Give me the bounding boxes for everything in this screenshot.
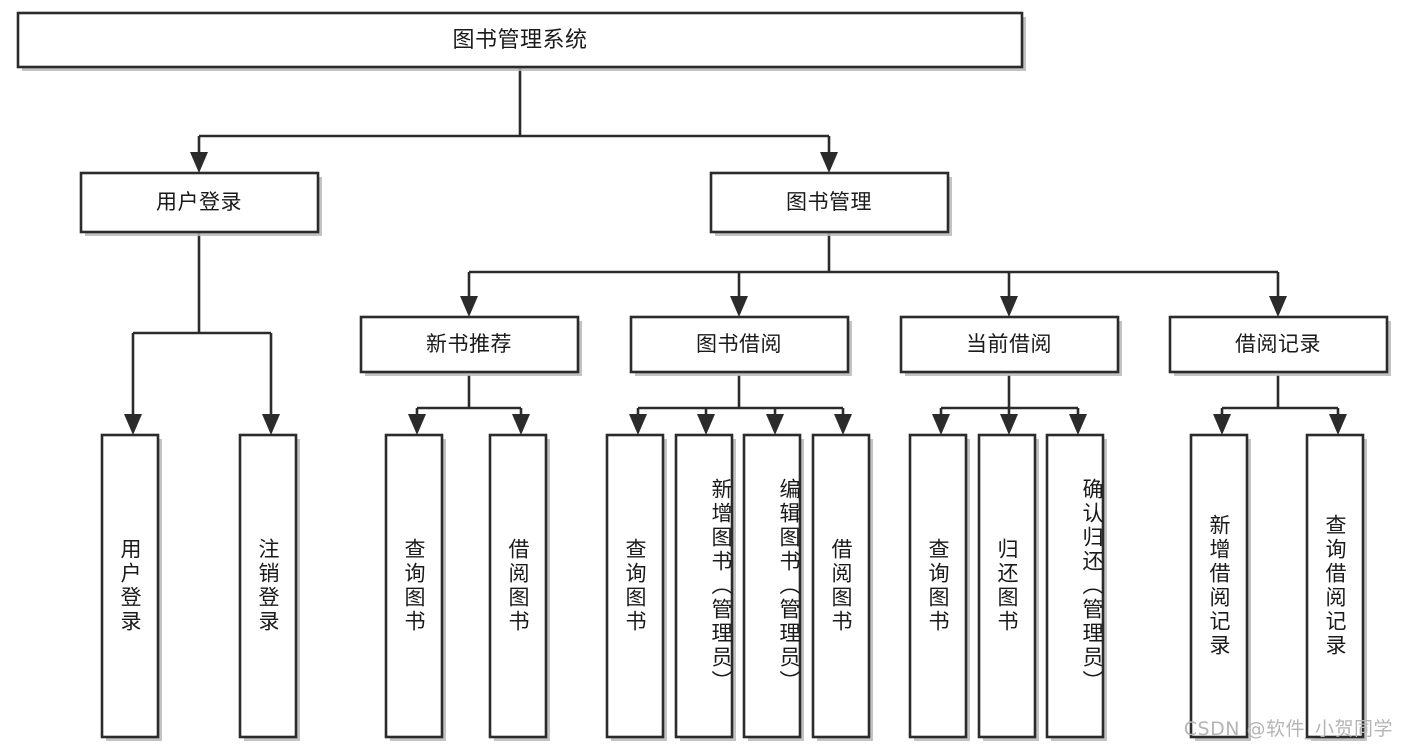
root-box[interactable] [16,11,1024,69]
leaf-confirm-return-box[interactable] [1045,433,1105,739]
leaf-return-book-box[interactable] [977,433,1037,739]
arrow-br-leaf-1 [1213,414,1231,435]
leaf-logout-login-box[interactable] [238,433,298,739]
leaf-borrow-book-2-box[interactable] [811,433,871,739]
book-borrow-box[interactable] [629,315,850,374]
arrow-newbook-leaf-2 [512,414,530,435]
current-borrow-label: 当前借阅 [966,332,1052,356]
book-manage-label: 图书管理 [786,190,872,214]
arrow-bm-to-new-book [460,296,478,317]
arrow-root-to-user-login [190,152,208,173]
arrow-bb-leaf-3 [766,414,784,435]
arrow-br-leaf-2 [1329,414,1347,435]
leaf-query-book-1-box[interactable] [384,433,444,739]
arrow-user-login-leaf-2 [262,414,280,435]
new-book-recommend-label: 新书推荐 [426,332,512,356]
arrow-bm-to-book-borrow [730,296,748,317]
leaf-box-group [100,433,1367,741]
node-user-login[interactable]: 用户登录 [79,171,322,236]
arrow-user-login-leaf-1 [124,414,142,435]
arrow-root-to-book-manage [820,152,838,173]
book-borrow-label: 图书借阅 [696,332,782,356]
leaf-add-book-box[interactable] [674,433,734,739]
leaf-query-record-box[interactable] [1305,433,1365,739]
arrow-bb-leaf-1 [629,414,647,435]
arrow-cb-leaf-3 [1069,414,1087,435]
node-borrow-record[interactable]: 借阅记录 [1168,315,1391,376]
leaf-borrow-book-1-box[interactable] [488,433,548,739]
arrow-bm-to-borrow-record [1269,296,1287,317]
book-manage-box[interactable] [709,171,950,234]
borrow-record-label: 借阅记录 [1235,332,1321,356]
csdn-watermark: CSDN @软件_小贺同学 [1183,718,1393,740]
new-book-recommend-box[interactable] [359,315,580,374]
node-current-borrow[interactable]: 当前借阅 [899,315,1122,376]
leaf-edit-book-box[interactable] [742,433,802,739]
user-login-label: 用户登录 [156,190,242,214]
arrow-cb-leaf-1 [932,414,950,435]
node-root[interactable]: 图书管理系统 [16,11,1026,71]
arrow-bb-leaf-2 [697,414,715,435]
current-borrow-box[interactable] [899,315,1120,374]
root-label: 图书管理系统 [452,28,587,53]
node-book-manage[interactable]: 图书管理 [709,171,952,236]
leaf-user-login-box[interactable] [100,433,160,739]
user-login-box[interactable] [79,171,320,234]
arrow-newbook-leaf-1 [408,414,426,435]
leaf-query-book-2-box[interactable] [605,433,665,739]
node-new-book-recommend[interactable]: 新书推荐 [359,315,582,376]
arrow-bm-to-current-borrow [1000,296,1018,317]
leaf-add-record-box[interactable] [1189,433,1249,739]
connector-group [124,67,1347,435]
node-book-borrow[interactable]: 图书借阅 [629,315,852,376]
leaf-query-book-3-box[interactable] [908,433,968,739]
borrow-record-box[interactable] [1168,315,1389,374]
arrow-cb-leaf-2 [1000,414,1018,435]
arrow-bb-leaf-4 [834,414,852,435]
